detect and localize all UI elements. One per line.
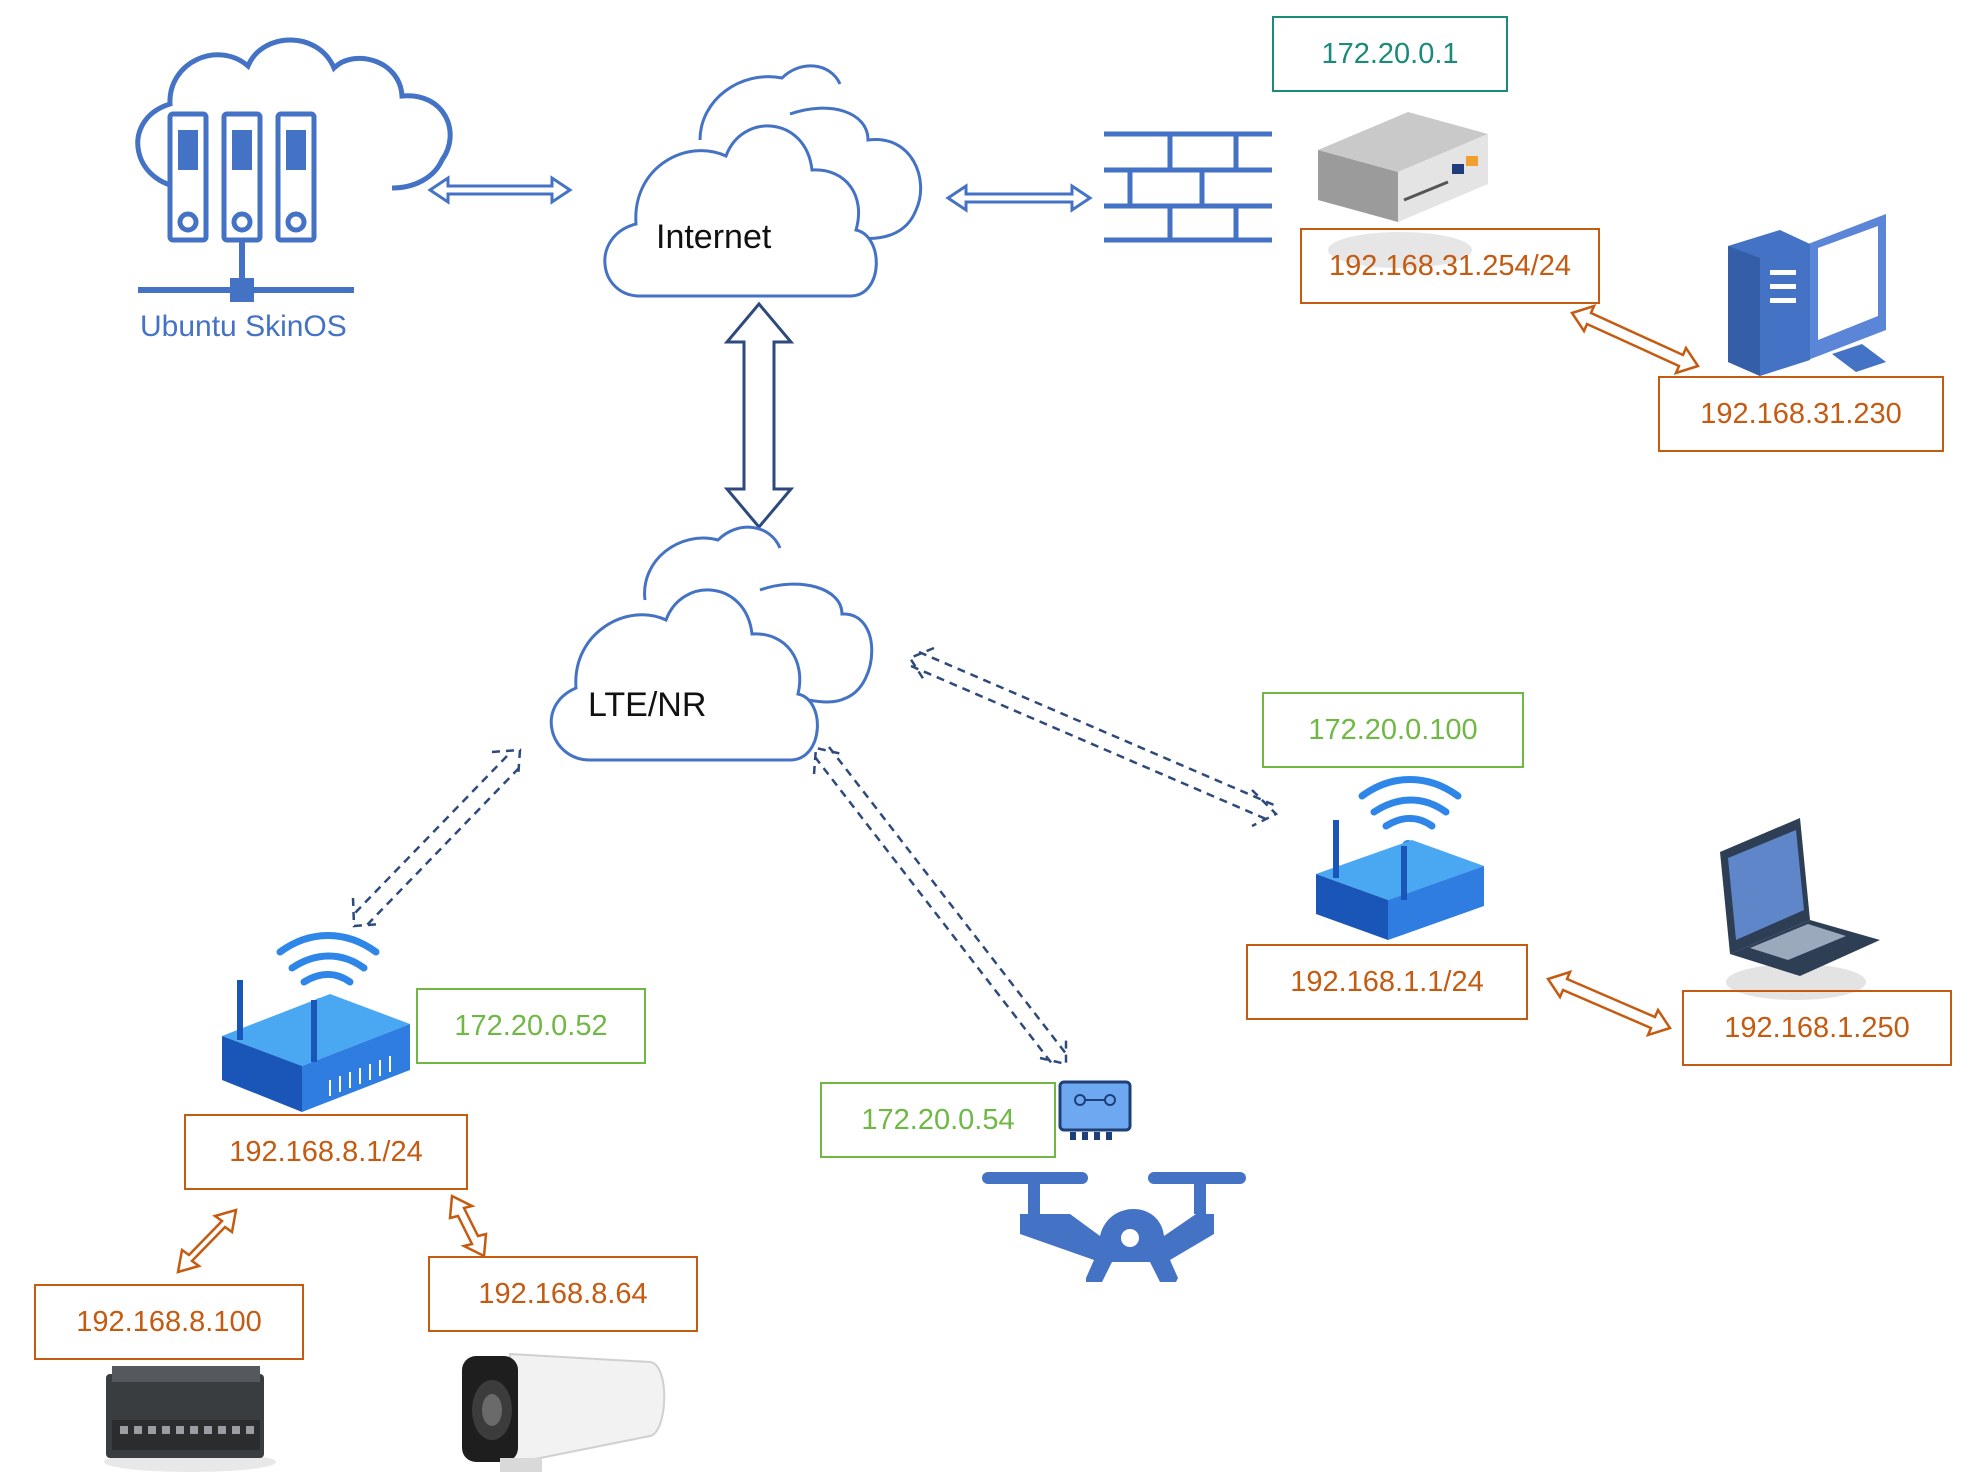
link-router-a-camera [448, 1194, 488, 1258]
link-lte-router-a [351, 748, 522, 928]
internet-label: Internet [656, 218, 772, 256]
gateway-lan-ip: 192.168.31.254/24 [1300, 228, 1600, 304]
link-lte-router-b [908, 646, 1279, 828]
laptop-ip: 192.168.1.250 [1682, 990, 1952, 1066]
plc-ip: 192.168.8.100 [34, 1284, 304, 1360]
link-router-a-plc [176, 1208, 238, 1274]
pc-ip: 192.168.31.230 [1658, 376, 1944, 452]
camera-ip: 192.168.8.64 [428, 1256, 698, 1332]
router-b-wan-ip: 172.20.0.100 [1262, 692, 1524, 768]
link-lte-drone [812, 746, 1068, 1066]
drone-wan-ip: 172.20.0.54 [820, 1082, 1056, 1158]
link-router-b-laptop [1546, 969, 1672, 1038]
router-a-lan-ip: 192.168.8.1/24 [184, 1114, 468, 1190]
link-gw-pc [1570, 303, 1700, 376]
router-b-lan-ip: 192.168.1.1/24 [1246, 944, 1528, 1020]
gateway-wan-ip: 172.20.0.1 [1272, 16, 1508, 92]
router-a-wan-ip: 172.20.0.52 [416, 988, 646, 1064]
link-internet-lte [723, 301, 795, 530]
link-server-internet [427, 175, 573, 205]
server-caption: Ubuntu SkinOS [140, 310, 347, 343]
link-internet-firewall [945, 183, 1093, 213]
lte-label: LTE/NR [588, 686, 707, 724]
